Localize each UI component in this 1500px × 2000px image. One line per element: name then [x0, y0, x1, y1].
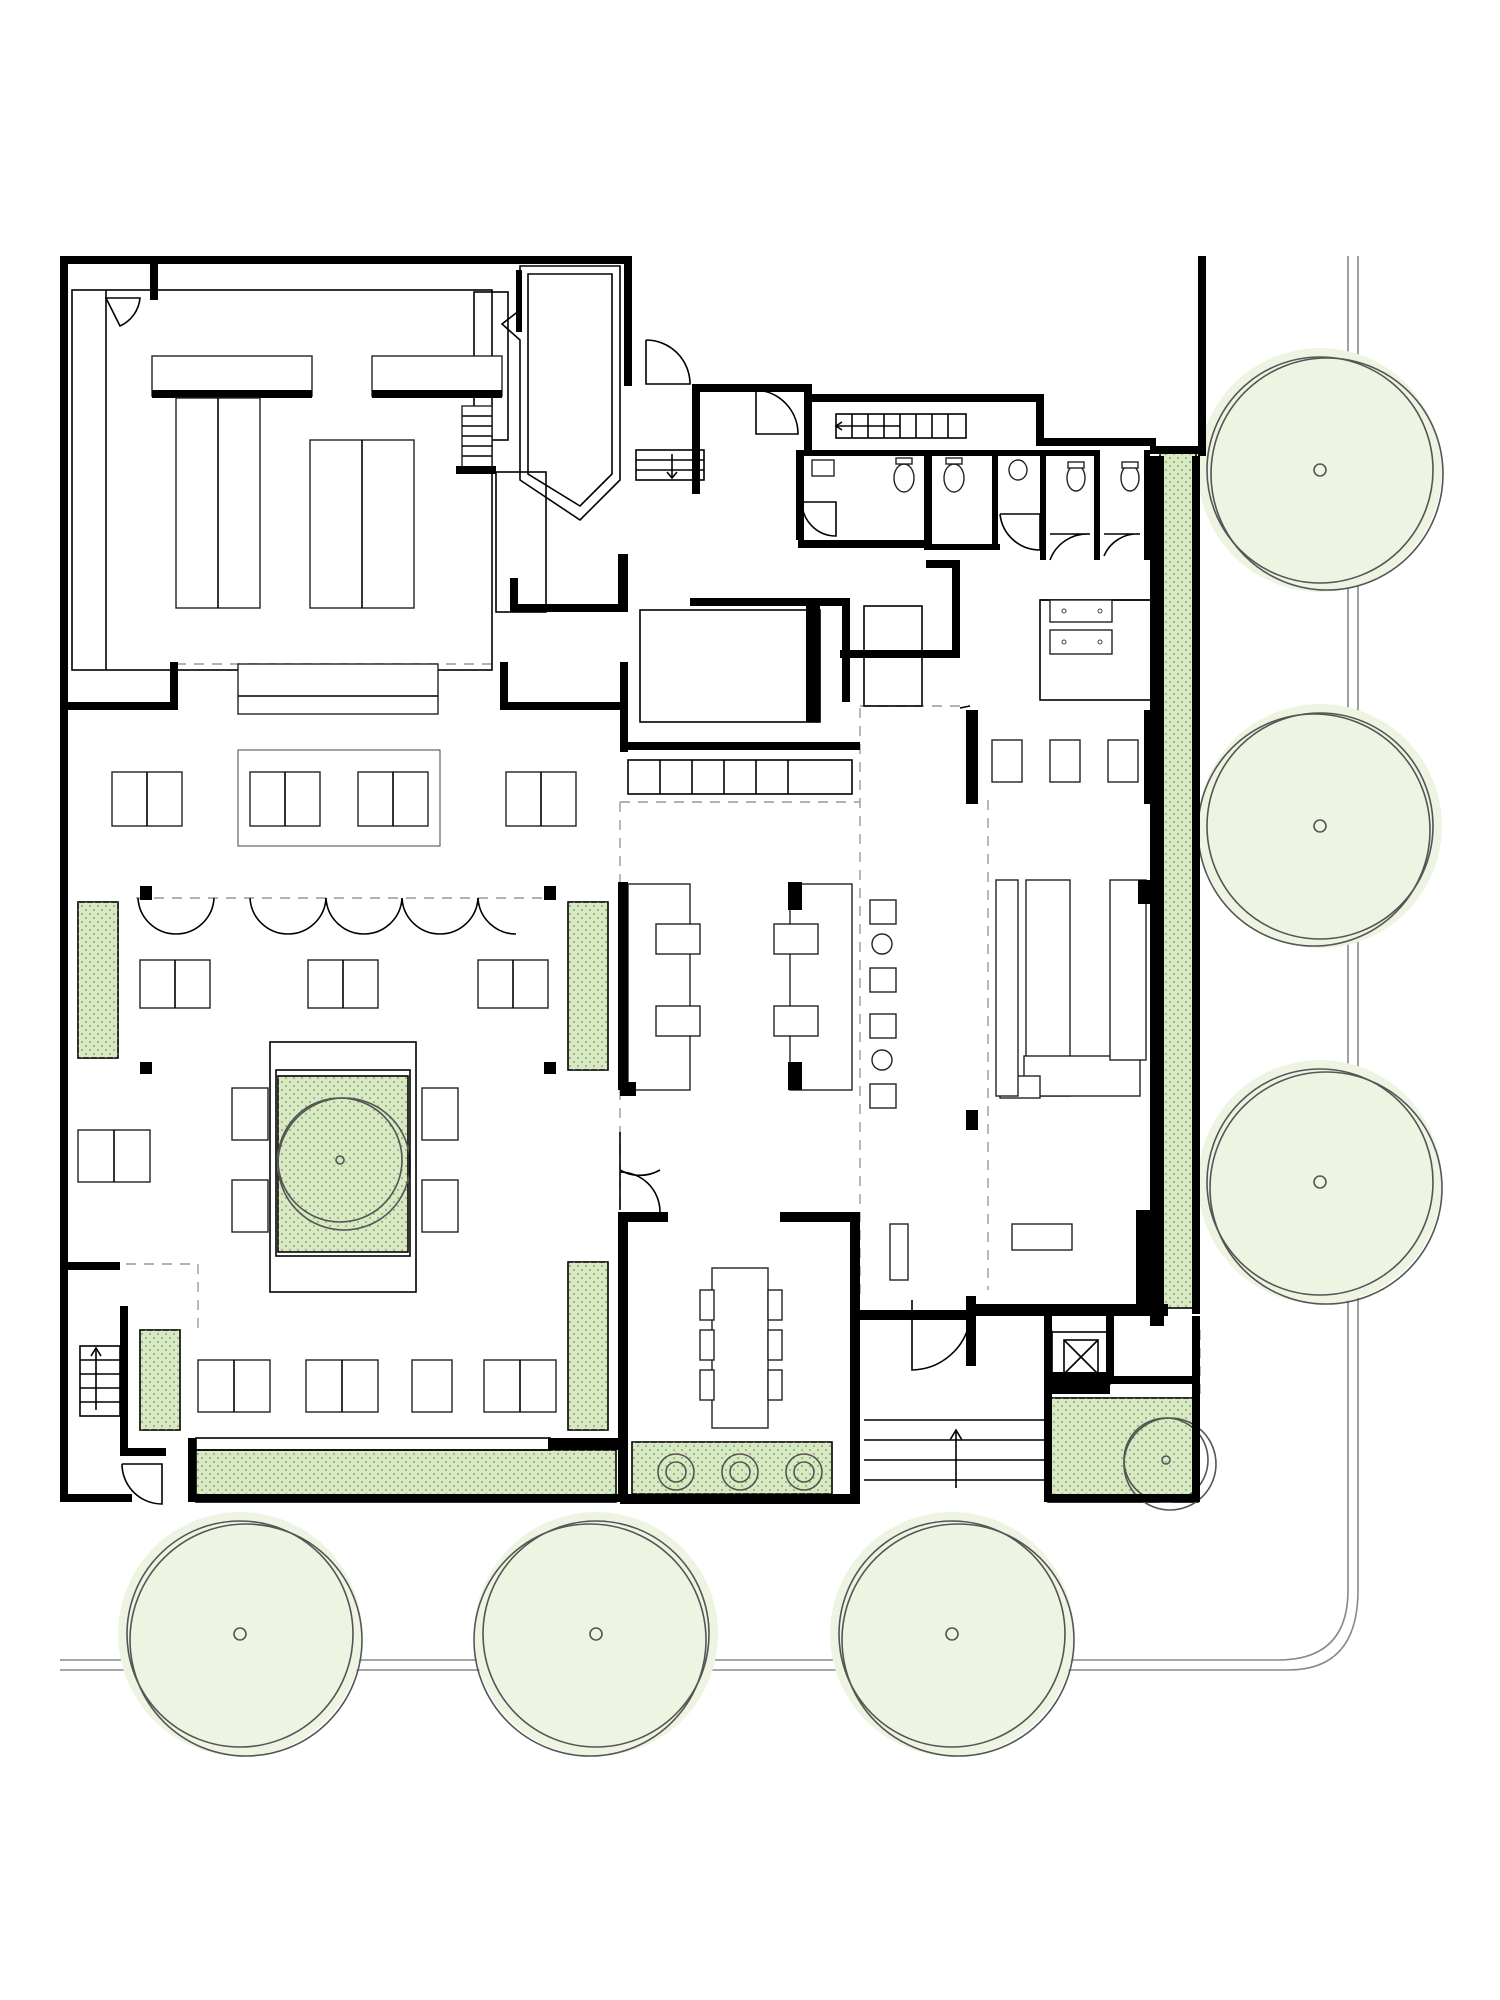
courtyard-tree	[269, 1041, 417, 1293]
planters	[77, 451, 1199, 1503]
left-stair	[79, 1345, 121, 1417]
street-lines	[60, 256, 1359, 1671]
tree	[473, 1512, 718, 1757]
tree	[1198, 348, 1444, 592]
shelving	[627, 759, 853, 795]
tree	[118, 1512, 363, 1757]
cold-room	[500, 265, 621, 522]
upper-stair	[834, 413, 967, 439]
kitchen-equipment	[151, 355, 503, 715]
wc-fixtures	[811, 457, 1140, 655]
street-trees-right	[1197, 348, 1444, 1305]
walls	[60, 256, 1206, 1504]
doors	[104, 297, 1141, 1505]
planter-pots	[657, 1453, 823, 1491]
tree	[830, 1512, 1075, 1757]
tree	[1197, 704, 1442, 948]
furniture	[77, 739, 1147, 1429]
street-trees-bottom	[118, 1512, 1075, 1757]
tree	[1198, 1060, 1443, 1305]
